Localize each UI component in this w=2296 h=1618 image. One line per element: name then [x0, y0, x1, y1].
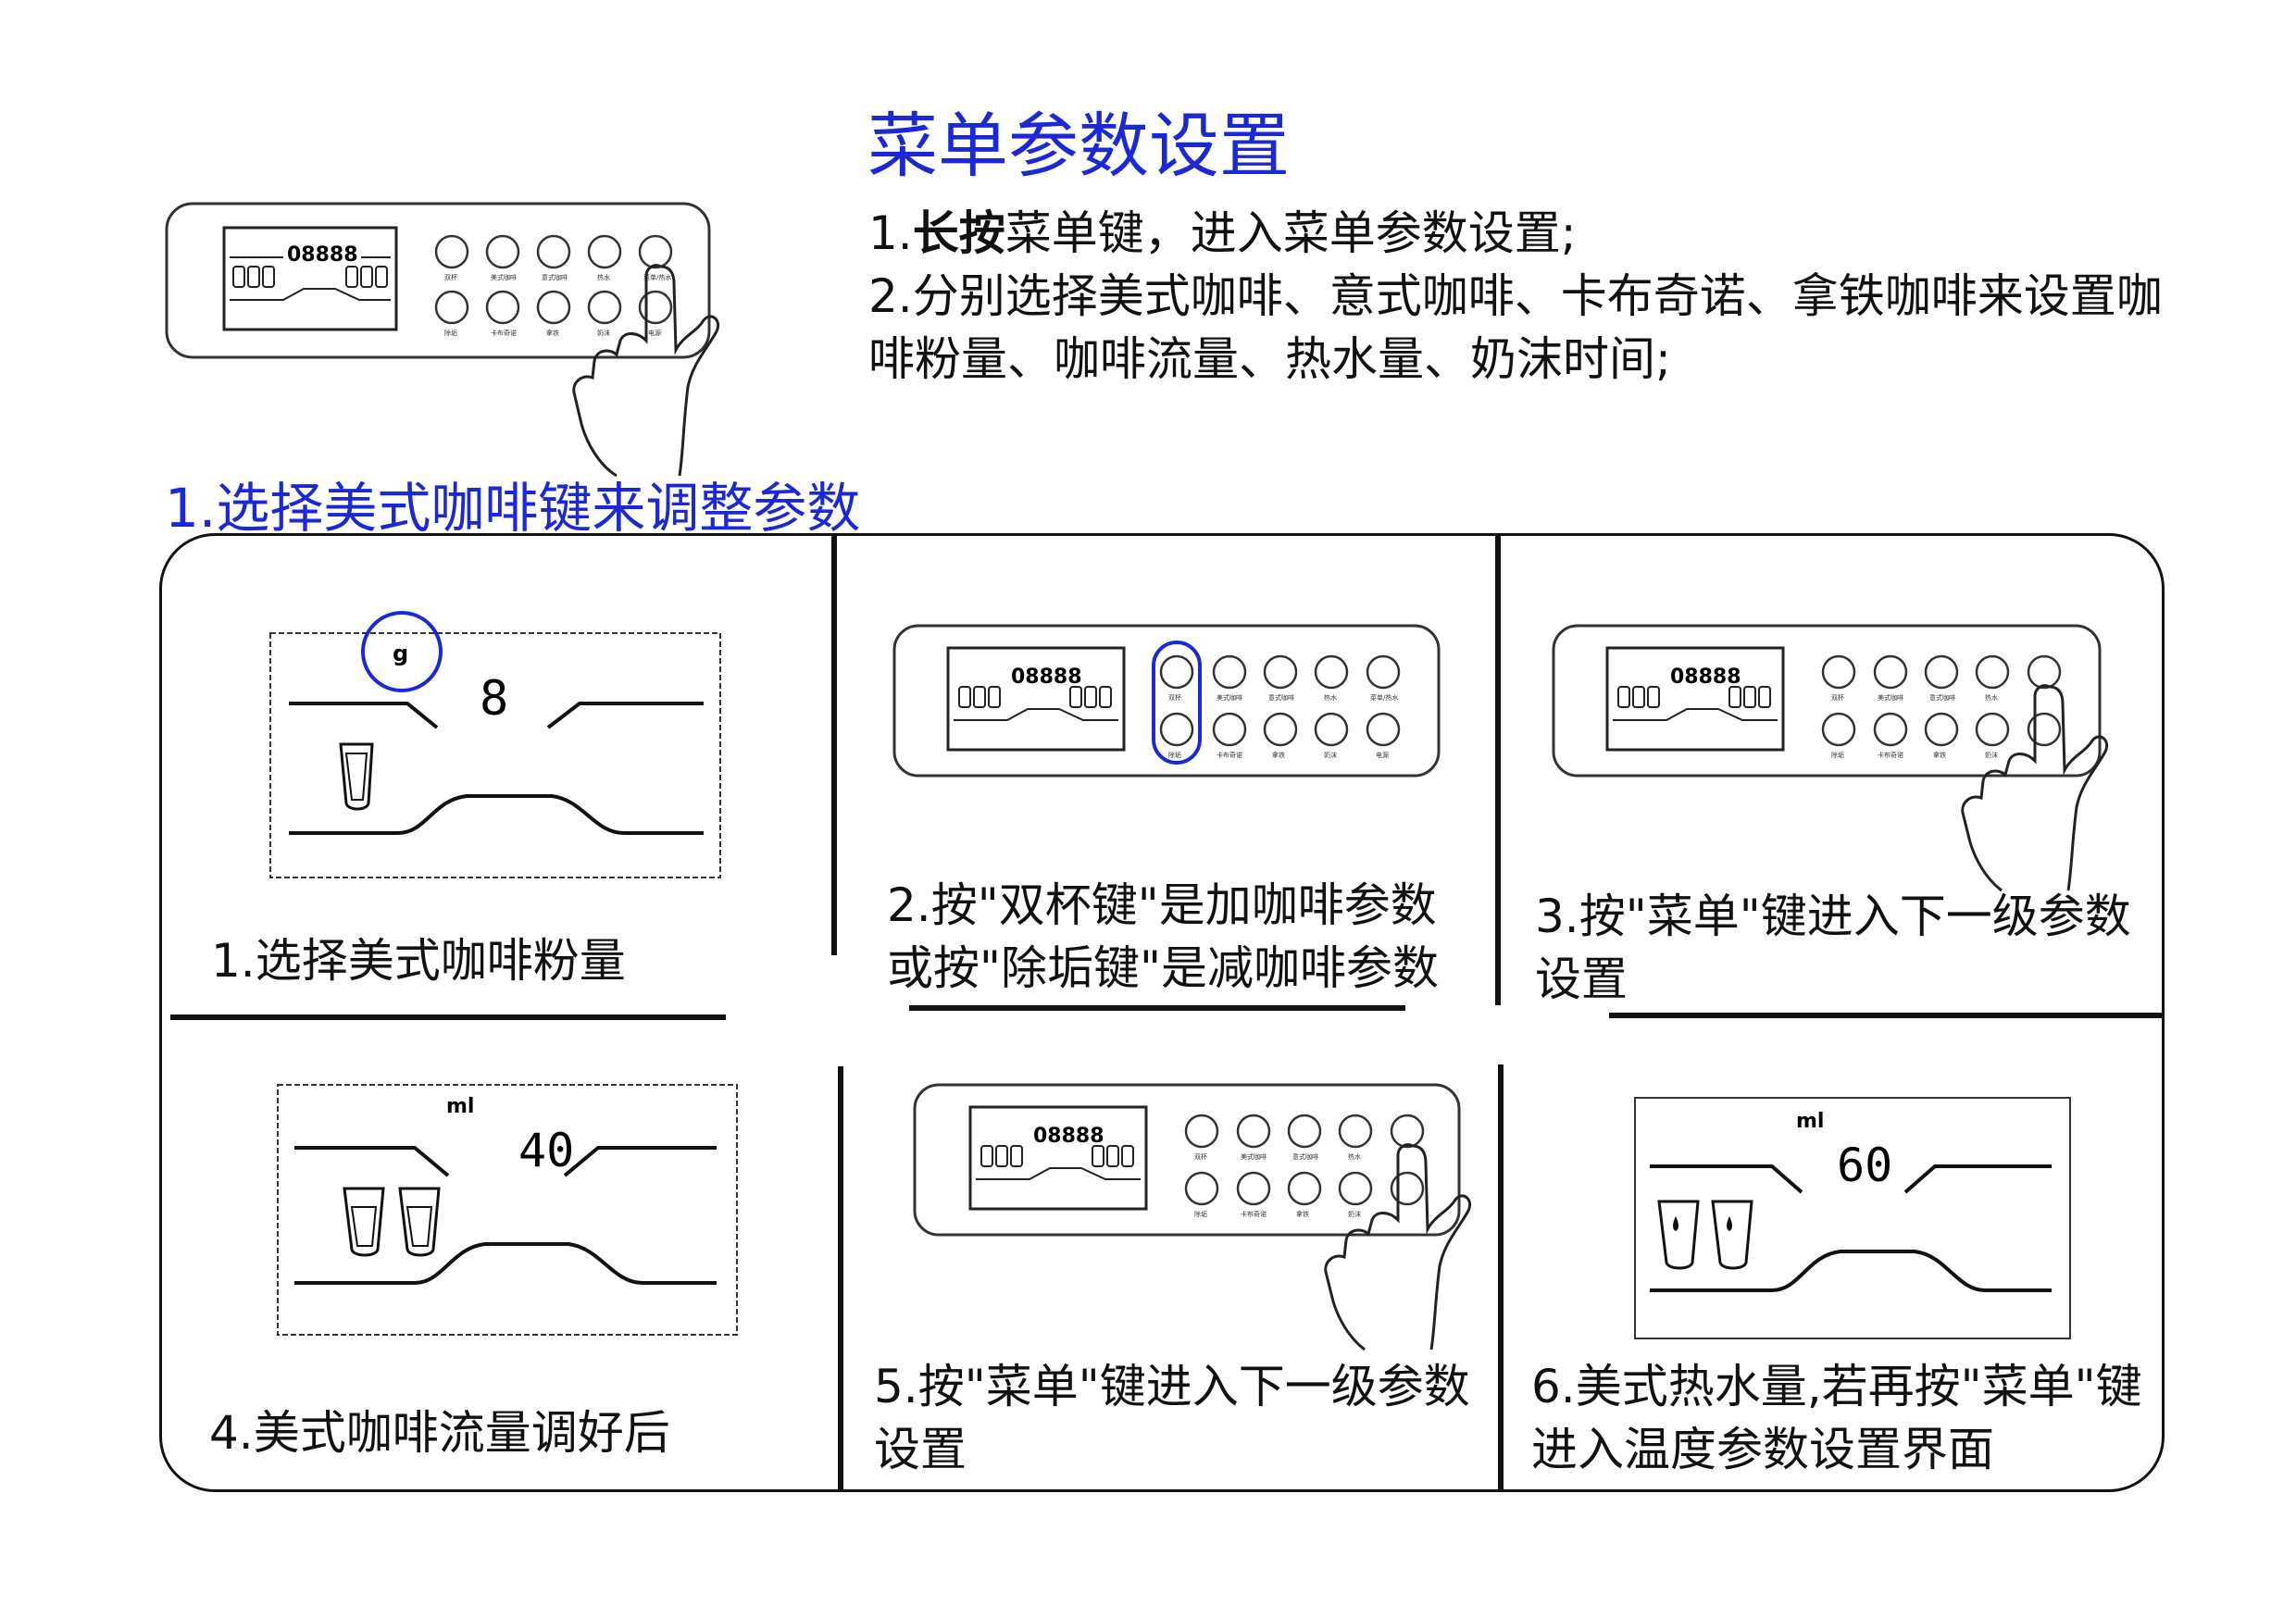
svg-text:08888: 08888	[1033, 1125, 1104, 1148]
step1-caption: 1.选择美式咖啡粉量	[211, 934, 626, 988]
svg-text:意式咖啡: 意式咖啡	[1929, 693, 1955, 702]
svg-text:除垢: 除垢	[1831, 751, 1844, 759]
divider-vertical-1b	[838, 1066, 843, 1492]
svg-text:美式咖啡: 美式咖啡	[1241, 1152, 1267, 1161]
step6-lcd: ml 60	[1634, 1097, 2071, 1339]
svg-text:菜单/热水: 菜单/热水	[643, 273, 671, 281]
intro-text: 1.长按菜单键，进入菜单参数设置; 2.分别选择美式咖啡、意式咖啡、卡布奇诺、拿…	[868, 202, 2202, 391]
step6-value: 60	[1837, 1139, 1892, 1192]
svg-text:热水: 热水	[1324, 693, 1337, 702]
svg-text:除垢: 除垢	[1194, 1210, 1207, 1218]
svg-text:双杯: 双杯	[1168, 693, 1181, 702]
svg-text:热水: 热水	[1985, 693, 1998, 702]
step1-value: 8	[480, 671, 508, 727]
svg-text:意式咖啡: 意式咖啡	[1268, 693, 1294, 702]
control-panel-main: 08888 双杯 美式咖啡 意式咖啡 热水 菜单/热水 除垢 卡布奇诺 拿铁 奶沫 电源	[165, 202, 719, 478]
svg-text:除垢: 除垢	[444, 329, 457, 337]
svg-text:意式咖啡: 意式咖啡	[542, 273, 568, 281]
svg-text:意式咖啡: 意式咖啡	[1292, 1152, 1318, 1161]
intro-line-1: 1.长按菜单键，进入菜单参数设置;	[868, 206, 1577, 260]
step3-caption: 3.按"菜单"键进入下一级参数设置	[1535, 890, 2131, 1006]
svg-text:拿铁: 拿铁	[546, 329, 559, 337]
svg-text:热水: 热水	[1348, 1152, 1361, 1161]
divider-vertical-1a	[831, 533, 837, 955]
svg-text:电源: 电源	[648, 329, 661, 337]
step2-caption: 2.按"双杯键"是加咖啡参数或按"除垢键"是减咖啡参数	[887, 878, 1439, 995]
divider-horizontal-3	[1609, 1013, 2165, 1018]
svg-text:拿铁: 拿铁	[1933, 751, 1946, 759]
section-subtitle: 1.选择美式咖啡键来调整参数	[165, 477, 861, 540]
svg-text:双杯: 双杯	[444, 273, 457, 281]
svg-text:除垢: 除垢	[1168, 751, 1181, 759]
page-title: 菜单参数设置	[867, 105, 1290, 187]
svg-text:电源: 电源	[1376, 751, 1389, 759]
intro-bold: 长按	[912, 206, 1005, 260]
svg-text:双杯: 双杯	[1194, 1152, 1207, 1161]
step4-unit: ml	[446, 1095, 474, 1118]
divider-horizontal-1	[170, 1014, 726, 1020]
step5-panel: 08888 双杯 美式咖啡 意式咖啡 热水 除垢 卡布奇诺 拿铁 奶沫	[913, 1083, 1471, 1351]
svg-text:美式咖啡: 美式咖啡	[1878, 693, 1903, 702]
svg-text:卡布奇诺: 卡布奇诺	[1241, 1210, 1267, 1218]
svg-text:菜单/热水: 菜单/热水	[1370, 693, 1398, 702]
svg-text:美式咖啡: 美式咖啡	[1217, 693, 1242, 702]
svg-text:拿铁: 拿铁	[1272, 751, 1285, 759]
step4-caption: 4.美式咖啡流量调好后	[209, 1406, 670, 1460]
svg-text:08888: 08888	[1670, 666, 1741, 689]
svg-text:奶沫: 奶沫	[1324, 751, 1337, 759]
step6-unit: ml	[1796, 1110, 1824, 1133]
step1-lcd: g 8	[269, 611, 721, 878]
divider-horizontal-2	[909, 1005, 1405, 1011]
step1-unit: g	[393, 641, 408, 666]
step5-caption: 5.按"菜单"键进入下一级参数设置	[874, 1360, 1470, 1476]
svg-text:奶沫: 奶沫	[1348, 1210, 1361, 1218]
step6-caption: 6.美式热水量,若再按"菜单"键进入温度参数设置界面	[1531, 1360, 2142, 1476]
step3-panel: 08888 双杯 美式咖啡 意式咖啡 热水 除垢 卡布奇诺 拿铁 奶沫	[1552, 624, 2108, 892]
svg-text:卡布奇诺: 卡布奇诺	[1878, 751, 1903, 759]
svg-text:热水: 热水	[597, 273, 610, 281]
svg-text:卡布奇诺: 卡布奇诺	[1217, 751, 1242, 759]
svg-text:08888: 08888	[1011, 666, 1082, 689]
intro-line-2: 2.分别选择美式咖啡、意式咖啡、卡布奇诺、拿铁咖啡来设置咖啡粉量、咖啡流量、热水…	[868, 269, 2163, 386]
step4-lcd: ml 40	[277, 1084, 738, 1336]
divider-vertical-2a	[1495, 533, 1501, 1005]
divider-vertical-2b	[1498, 1064, 1504, 1492]
lcd-digits: 08888	[287, 243, 358, 267]
svg-text:奶沫: 奶沫	[1985, 751, 1998, 759]
step2-panel: 08888 双杯 美式咖啡 意式咖啡 热水 菜单/热水 除垢 卡布奇诺 拿铁 奶沫 电源	[892, 624, 1441, 778]
svg-text:美式咖啡: 美式咖啡	[491, 273, 517, 281]
svg-text:拿铁: 拿铁	[1296, 1210, 1309, 1218]
step4-value: 40	[518, 1124, 574, 1177]
svg-text:奶沫: 奶沫	[597, 329, 610, 337]
svg-text:双杯: 双杯	[1831, 693, 1844, 702]
svg-text:卡布奇诺: 卡布奇诺	[491, 329, 517, 337]
